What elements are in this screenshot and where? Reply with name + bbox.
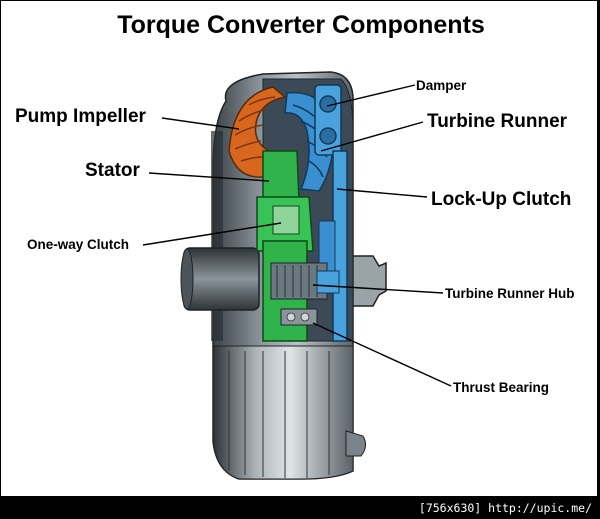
label-pump-impeller: Pump Impeller	[15, 106, 146, 127]
label-one-way-clutch: One-way Clutch	[27, 237, 130, 252]
leader-pump-impeller	[161, 117, 240, 130]
diagram-frame: Torque Converter Components	[0, 0, 598, 497]
damper	[314, 84, 342, 156]
label-lock-up-clutch: Lock-Up Clutch	[431, 189, 572, 210]
footer-bar	[0, 497, 600, 519]
label-stator: Stator	[85, 160, 140, 181]
leader-lock-up-clutch	[336, 188, 428, 198]
leader-lines	[142, 84, 452, 387]
thrust-bearing	[280, 308, 318, 326]
leader-stator	[148, 172, 270, 182]
label-turbine-runner-hub: Turbine Runner Hub	[445, 286, 575, 301]
diagram-title: Torque Converter Components	[117, 11, 485, 39]
leader-turbine-runner	[320, 121, 424, 152]
turbine-runner-hub	[270, 262, 340, 300]
torque-converter-illustration	[142, 71, 452, 480]
label-turbine-runner: Turbine Runner	[427, 111, 568, 132]
label-damper: Damper	[416, 78, 467, 93]
label-thrust-bearing: Thrust Bearing	[453, 380, 550, 395]
leader-one-way-clutch	[142, 222, 282, 246]
leader-turbine-runner-hub	[312, 284, 444, 294]
output-flange	[352, 255, 387, 307]
leader-damper	[326, 84, 416, 107]
input-shaft	[180, 247, 260, 311]
leader-thrust-bearing	[312, 322, 452, 387]
watermark-text: [756x630] http://upic.me/	[418, 501, 592, 515]
